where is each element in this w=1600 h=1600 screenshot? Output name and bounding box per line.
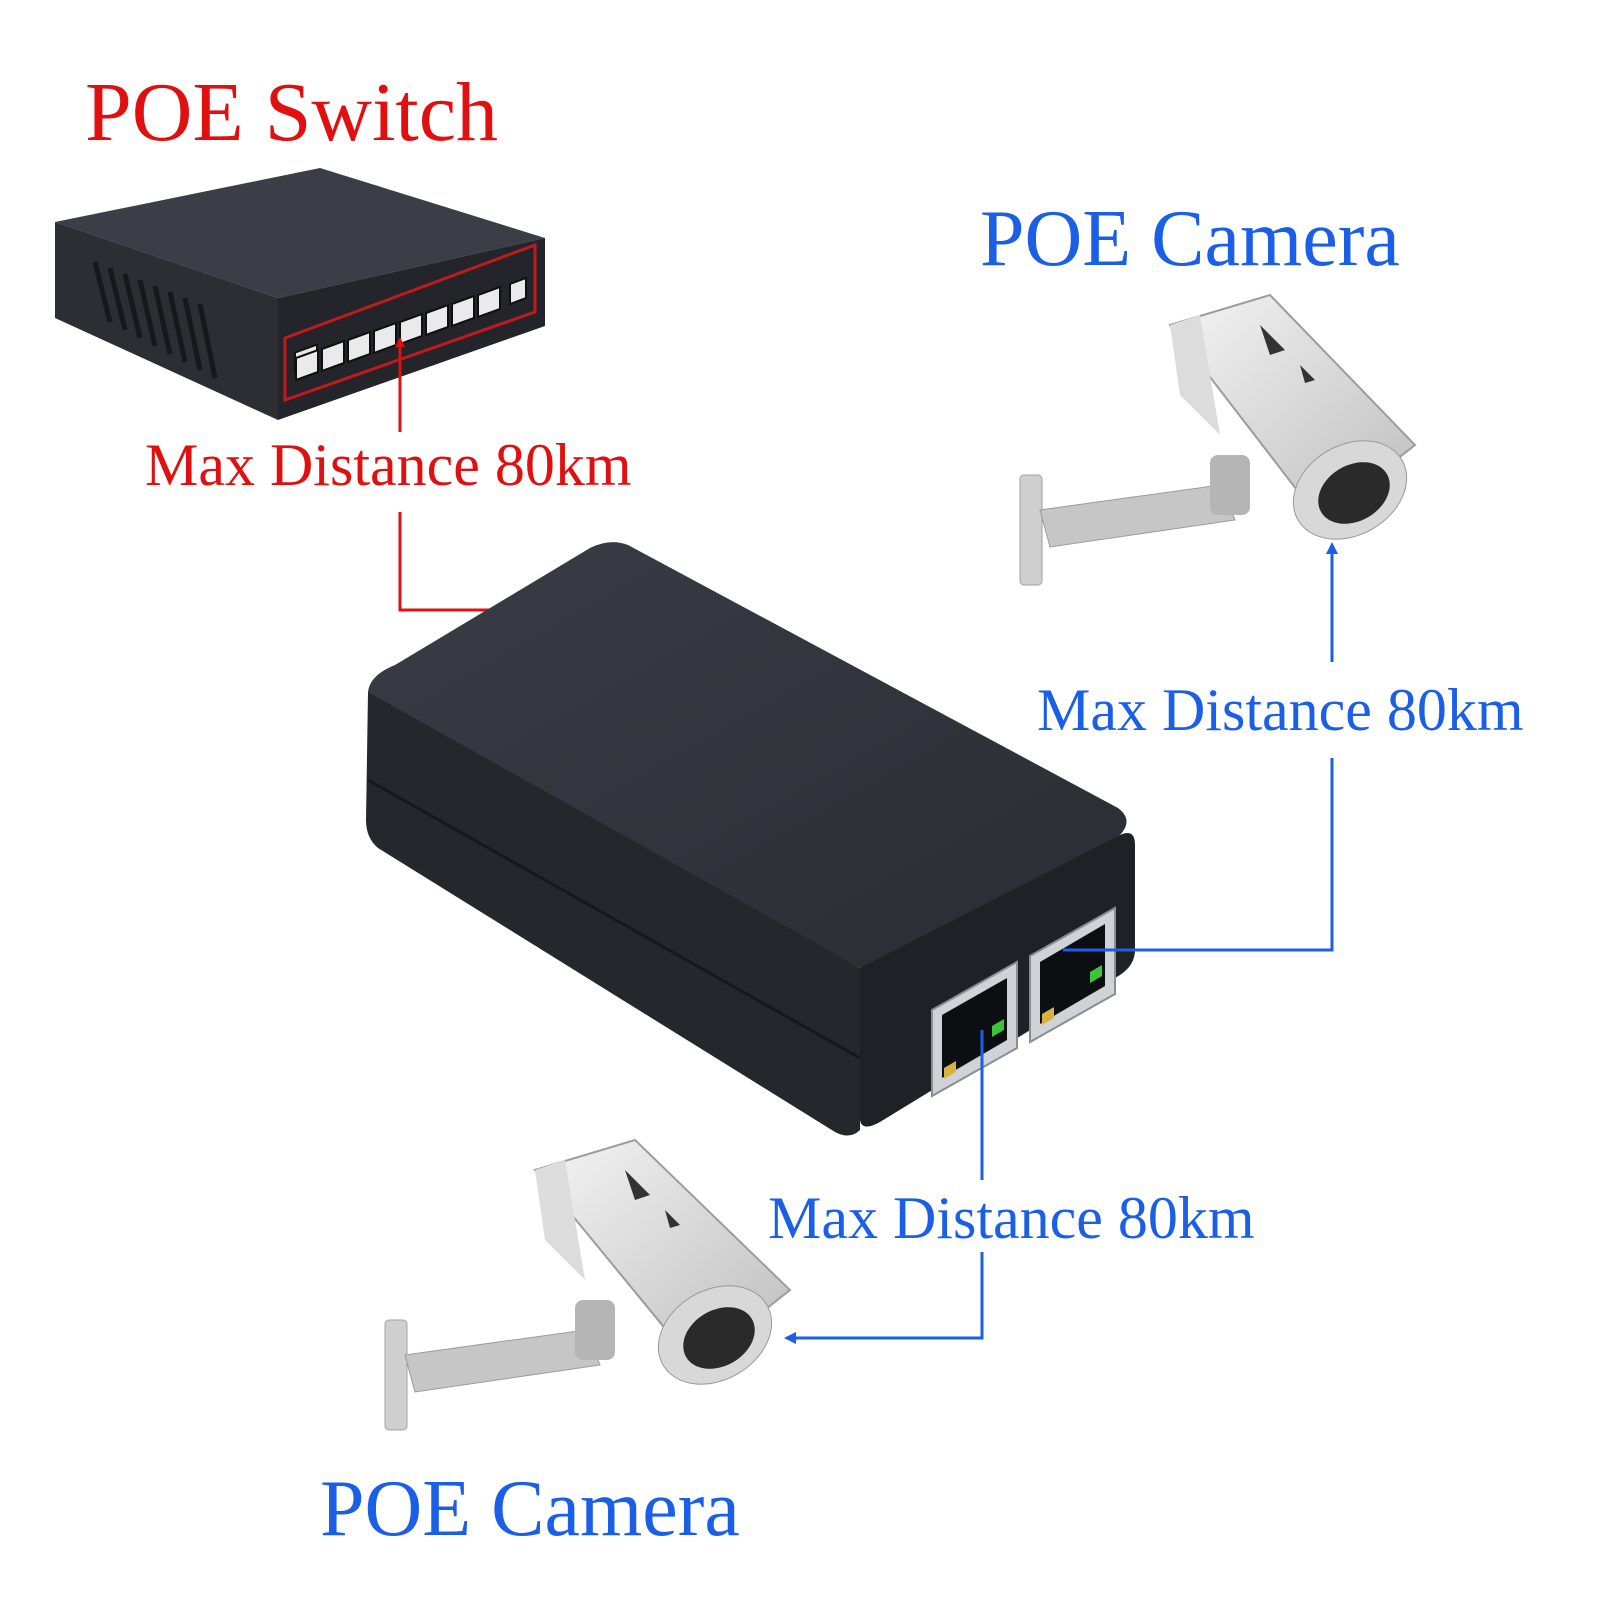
- switch-port-row: [295, 276, 527, 382]
- switch-title: POE Switch: [85, 66, 498, 159]
- network-switch-icon: [55, 168, 545, 420]
- poe-extender-icon: [366, 542, 1135, 1136]
- camera-top-link-line: [1063, 542, 1338, 952]
- switch-distance-label: Max Distance 80km: [145, 432, 632, 498]
- cctv-camera-icon: [384, 1138, 792, 1431]
- camera-bottom-distance-label: Max Distance 80km: [768, 1185, 1255, 1251]
- camera-top-distance-label: Max Distance 80km: [1037, 677, 1524, 743]
- switch-link-line: [395, 337, 495, 612]
- camera-bottom-link-line: [784, 1030, 984, 1344]
- rj45-port-1: [931, 960, 1018, 1098]
- camera-bottom-title: POE Camera: [320, 1465, 740, 1553]
- camera-top-title: POE Camera: [980, 195, 1400, 283]
- cctv-camera-icon: [1019, 293, 1417, 586]
